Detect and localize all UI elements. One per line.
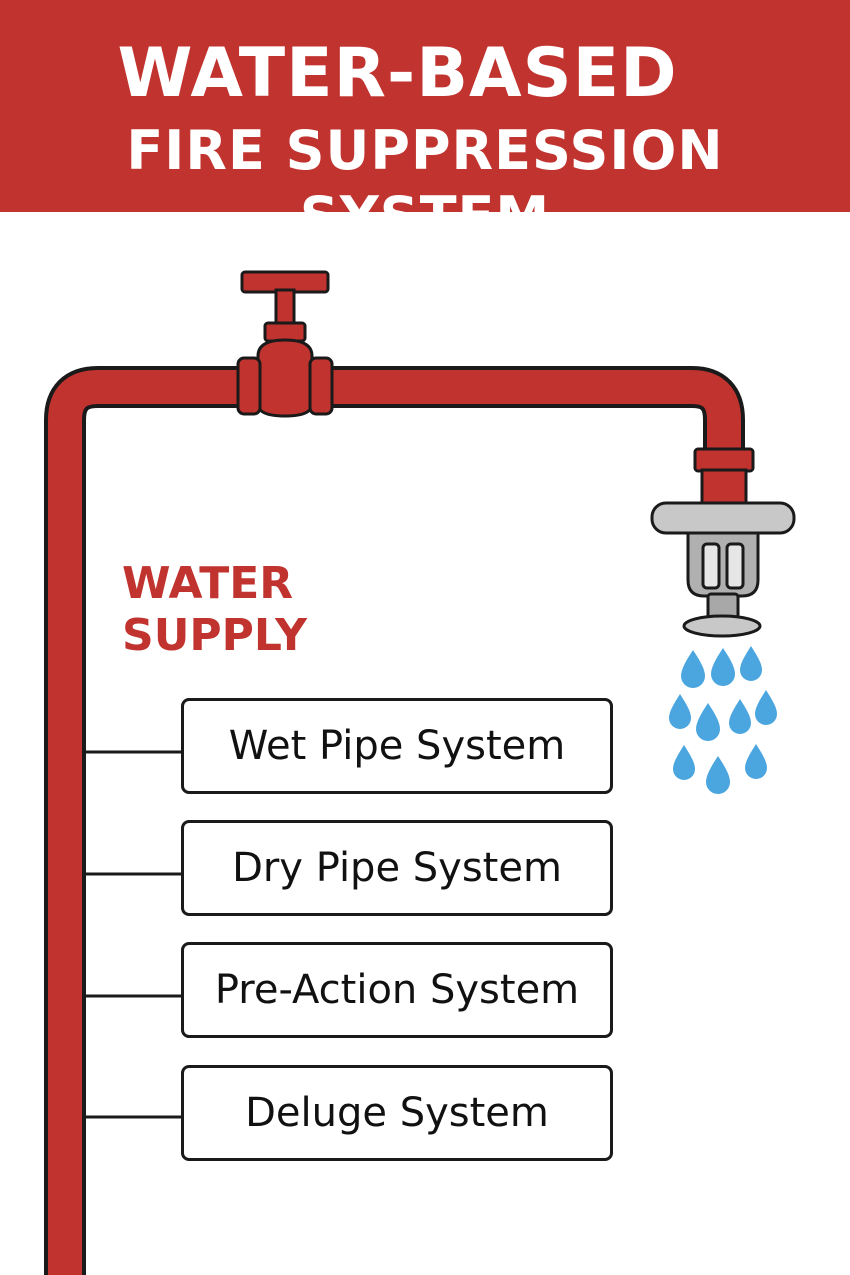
water-drop-icon <box>669 694 691 729</box>
water-supply-label: WATER SUPPLY <box>122 558 307 662</box>
water-drop-icon <box>696 703 720 741</box>
system-box-dry-pipe: Dry Pipe System <box>181 820 613 916</box>
sprinkler-head-icon <box>650 447 796 638</box>
water-supply-label-line-2: SUPPLY <box>122 610 307 661</box>
title-line-1: WATER-BASED <box>117 34 678 113</box>
title-line-2: FIRE SUPPRESSION SYSTEM <box>126 119 724 248</box>
system-box-deluge: Deluge System <box>181 1065 613 1161</box>
water-drop-icon <box>673 745 695 780</box>
system-box-wet-pipe: Wet Pipe System <box>181 698 613 794</box>
water-drop-icon <box>740 646 762 681</box>
water-drop-icon <box>755 690 777 725</box>
water-drop-icon <box>711 648 735 686</box>
water-drop-icon <box>745 744 767 779</box>
main-pipe-fill <box>48 370 741 1275</box>
water-supply-label-line-1: WATER <box>122 558 294 609</box>
water-drop-icon <box>706 756 730 794</box>
title-banner: WATER-BASED FIRE SUPPRESSION SYSTEM <box>0 0 850 248</box>
branch-lines <box>84 750 181 1119</box>
water-drop-icon <box>681 650 705 688</box>
water-drops <box>669 646 777 794</box>
water-drop-icon <box>729 699 751 734</box>
valve-icon <box>236 270 334 418</box>
system-box-pre-action: Pre-Action System <box>181 942 613 1038</box>
